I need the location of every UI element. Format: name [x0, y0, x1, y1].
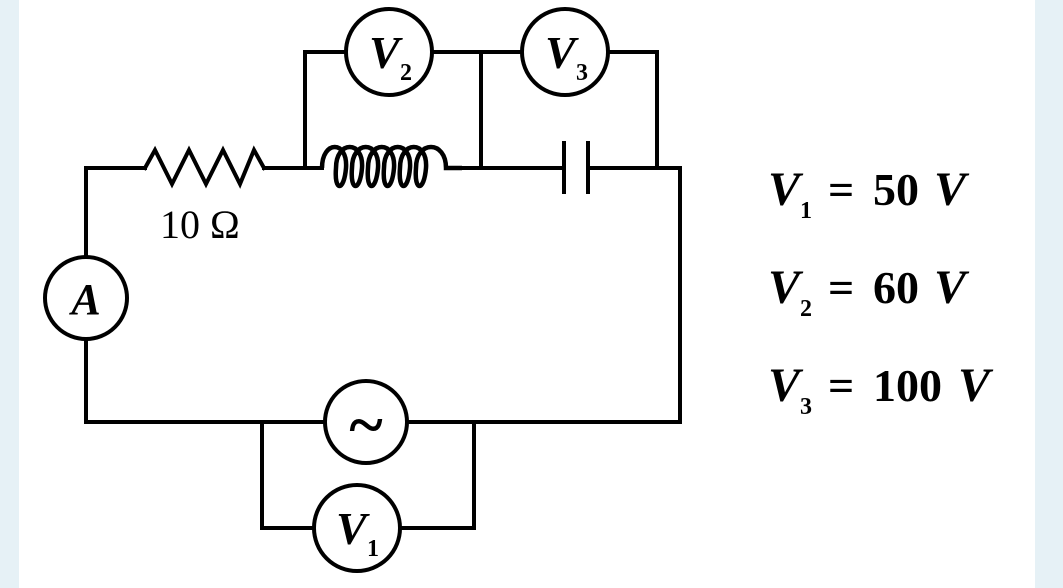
reading-v2: V 2 = 60 V: [768, 261, 970, 322]
ac-source-symbol: ~: [349, 389, 382, 460]
reading-v1-unit: V: [934, 163, 970, 216]
wire-v2-branch: [303, 50, 347, 170]
reading-v3-sub: 3: [800, 394, 812, 420]
reading-v3: V 3 = 100 V: [768, 359, 994, 420]
ac-source: ~: [323, 379, 409, 465]
reading-v1-equals: =: [828, 164, 854, 215]
wire-v1-branch: [260, 420, 315, 530]
voltmeter-v3: V 3: [520, 7, 610, 97]
voltmeter-v2: V 2: [344, 7, 434, 97]
ammeter: A: [43, 255, 129, 341]
voltmeter-v1: V 1: [312, 483, 402, 573]
ammeter-label: A: [68, 275, 100, 324]
reading-v1: V 1 = 50 V: [768, 163, 970, 224]
reading-v2-sub: 2: [800, 296, 812, 322]
reading-v3-value: 100: [873, 360, 942, 411]
wire-bottom-right: [405, 166, 682, 424]
wire-v1-right: [399, 420, 476, 530]
reading-v1-value: 50: [873, 164, 919, 215]
reading-v3-unit: V: [958, 359, 994, 412]
circuit-diagram: A ~ V 2 V 3 V 1 10 Ω V 1 = 50 V V 2 = 60…: [19, 0, 1035, 588]
voltmeter-v2-letter: V: [369, 27, 403, 78]
wire-left: [84, 166, 147, 260]
voltmeter-v3-sub: 3: [576, 60, 588, 86]
voltmeter-v1-letter: V: [336, 503, 370, 554]
reading-v2-letter: V: [768, 261, 804, 314]
voltmeter-v3-letter: V: [545, 27, 579, 78]
capacitor: [562, 141, 590, 194]
circuit-svg: A ~ V 2 V 3 V 1 10 Ω V 1 = 50 V V 2 = 60…: [43, 7, 994, 573]
resistor-label: 10 Ω: [160, 202, 240, 247]
inductor: [319, 144, 462, 189]
reading-v2-unit: V: [934, 261, 970, 314]
reading-v3-letter: V: [768, 359, 804, 412]
reading-v1-letter: V: [768, 163, 804, 216]
reading-v1-sub: 1: [800, 198, 812, 224]
wire-left-lower: [84, 336, 327, 424]
reading-v3-equals: =: [828, 360, 854, 411]
voltmeter-v1-sub: 1: [367, 536, 379, 562]
reading-v2-equals: =: [828, 262, 854, 313]
voltmeter-v2-sub: 2: [400, 60, 412, 86]
wire-v3-right: [607, 50, 659, 170]
reading-v2-value: 60: [873, 262, 919, 313]
resistor: [142, 145, 267, 189]
